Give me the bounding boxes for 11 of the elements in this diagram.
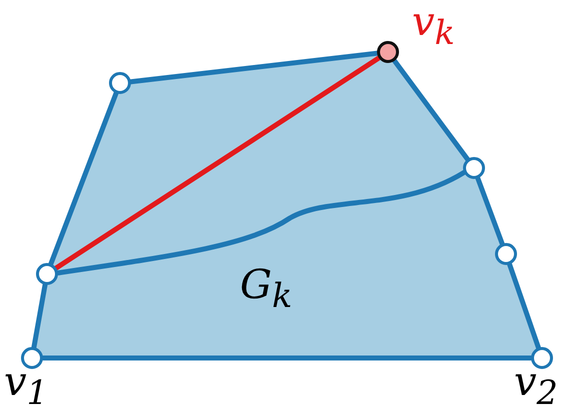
- vertex-label: v$_{2}$: [514, 362, 558, 410]
- region-label: G$_{k}$: [240, 265, 292, 312]
- edge-line: [392, 58, 470, 162]
- edge-line: [31, 282, 48, 350]
- edge-line: [507, 262, 541, 350]
- edge-line: [475, 176, 505, 246]
- edge-line: [40, 356, 534, 360]
- edge-line: [54, 56, 382, 270]
- edge-line: [48, 90, 119, 266]
- vertex-label: v$_{1}$: [4, 362, 48, 410]
- vertex-label: v$_{k}$: [412, 2, 455, 50]
